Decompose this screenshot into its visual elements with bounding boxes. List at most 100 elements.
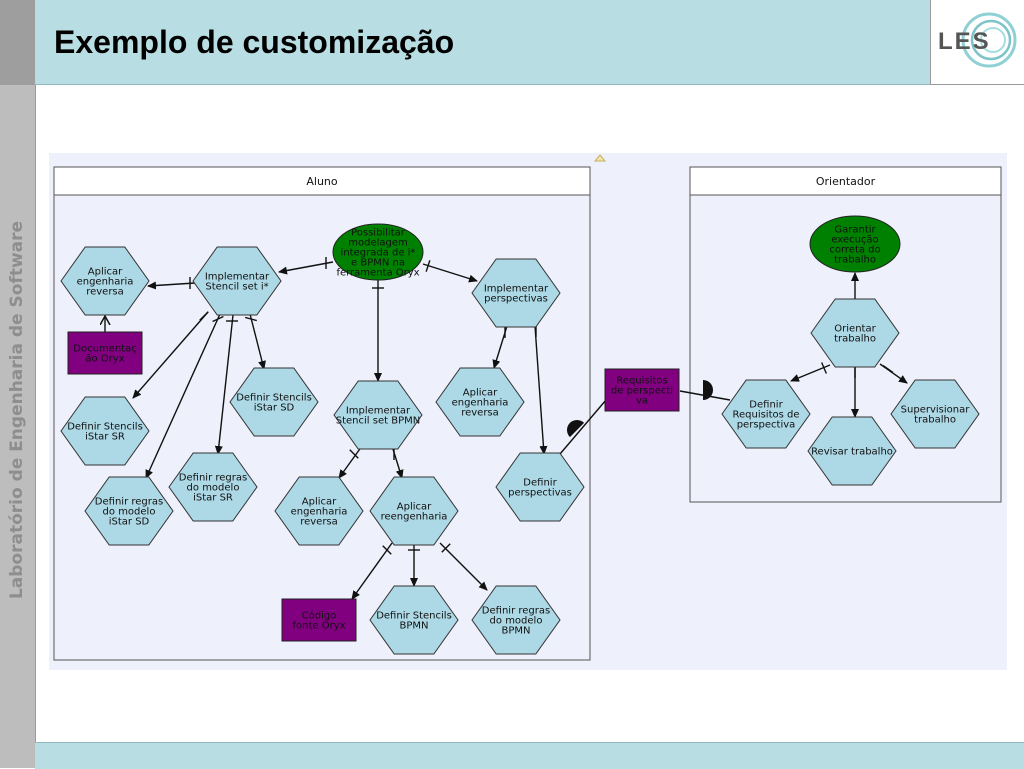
link-possibilitar-implementar-istar[interactable]: [278, 261, 334, 275]
decomposition-bar: [382, 545, 392, 555]
decomposition-bar: [441, 543, 451, 553]
task-shape: [369, 476, 459, 546]
link-possibilitar-implementar-persp[interactable]: [422, 263, 478, 283]
node-label: do modelo: [490, 616, 543, 627]
decomposition-bar: [882, 364, 894, 374]
node-label: modelagem: [348, 238, 408, 249]
node-label: Definir Stencils: [376, 611, 452, 622]
node-revisar[interactable]: Revisar trabalho: [807, 416, 897, 486]
node-label: Implementar: [205, 272, 270, 283]
node-label: reengenharia: [381, 512, 448, 523]
node-label: Stencil set i*: [205, 282, 268, 293]
node-label: iStar SD: [254, 403, 295, 414]
task-shape: [807, 416, 897, 486]
node-label: Aplicar: [397, 502, 432, 513]
node-label: Supervisionar: [901, 405, 971, 416]
node-label: Definir: [523, 478, 557, 489]
link-reeng-regras-bpmn[interactable]: [439, 542, 488, 591]
decomposition-bar: [199, 311, 209, 321]
node-label: Definir regras: [482, 606, 550, 617]
link-reeng-codigo[interactable]: [351, 542, 393, 600]
node-label: trabalho: [914, 415, 956, 426]
link-bpmn-eng-rev[interactable]: [338, 445, 363, 479]
decomposition-bar: [425, 260, 431, 272]
task-shape: [333, 380, 423, 450]
boundary-orientador[interactable]: Orientador: [689, 166, 1002, 503]
task-shape: [810, 298, 900, 368]
node-label: Definir Stencils: [67, 422, 143, 433]
task-shape: [168, 452, 258, 522]
task-shape: [274, 476, 364, 546]
node-label: Aplicar: [463, 388, 498, 399]
task-shape: [721, 379, 811, 449]
link-istar-eng-rev[interactable]: [147, 281, 196, 290]
decomposition-bar: [212, 315, 224, 323]
decomposition-bar: [821, 362, 827, 374]
collapse-icon[interactable]: [593, 154, 607, 162]
node-label: correta do: [829, 245, 880, 256]
link-persp-definir[interactable]: [534, 325, 548, 455]
node-label: Documentaç: [73, 344, 136, 355]
node-label: do modelo: [103, 507, 156, 518]
task-shape: [84, 476, 174, 546]
node-label: engenharia: [452, 398, 509, 409]
node-label: perspectiva: [737, 420, 796, 431]
node-label: Revisar trabalho: [811, 447, 893, 458]
logo: [930, 0, 1024, 85]
node-label: BPMN: [502, 626, 531, 637]
decomposition-bar: [349, 449, 359, 459]
node-label: iStar SD: [109, 517, 150, 528]
goal-shape: [809, 215, 901, 273]
node-label: execução: [831, 235, 878, 246]
task-shape: [229, 367, 319, 437]
node-label: Implementar: [484, 284, 549, 295]
resource-shape: [281, 598, 357, 642]
node-label: reversa: [300, 517, 338, 528]
logo-text: LES: [938, 28, 991, 55]
link-istar-regras-sd[interactable]: [145, 313, 221, 479]
link-istar-regras-sr[interactable]: [214, 314, 234, 455]
link-istar-stencils-sr[interactable]: [132, 311, 209, 399]
node-label: va: [636, 396, 648, 407]
node-label: Implementar: [346, 406, 411, 417]
node-label: Definir regras: [179, 473, 247, 484]
slide-title: Exemplo de customização: [54, 24, 455, 60]
dependency-definir-perspectivas-requisitos[interactable]: [559, 399, 607, 455]
node-label: perspectivas: [508, 488, 572, 499]
node-label: Garantir: [834, 225, 876, 236]
resource-shape: [67, 331, 143, 375]
node-label: Requisitos de: [732, 410, 799, 421]
node-label: Stencil set BPMN: [336, 416, 420, 427]
task-shape: [471, 258, 561, 328]
link-istar-stencils-sd[interactable]: [249, 313, 266, 370]
node-label: Código: [302, 610, 337, 622]
node-label: BPMN: [400, 621, 429, 632]
node-label: perspectivas: [484, 294, 548, 305]
node-label: iStar SR: [85, 432, 125, 443]
boundary-aluno[interactable]: Aluno: [53, 166, 591, 661]
node-label: Definir: [749, 400, 783, 411]
